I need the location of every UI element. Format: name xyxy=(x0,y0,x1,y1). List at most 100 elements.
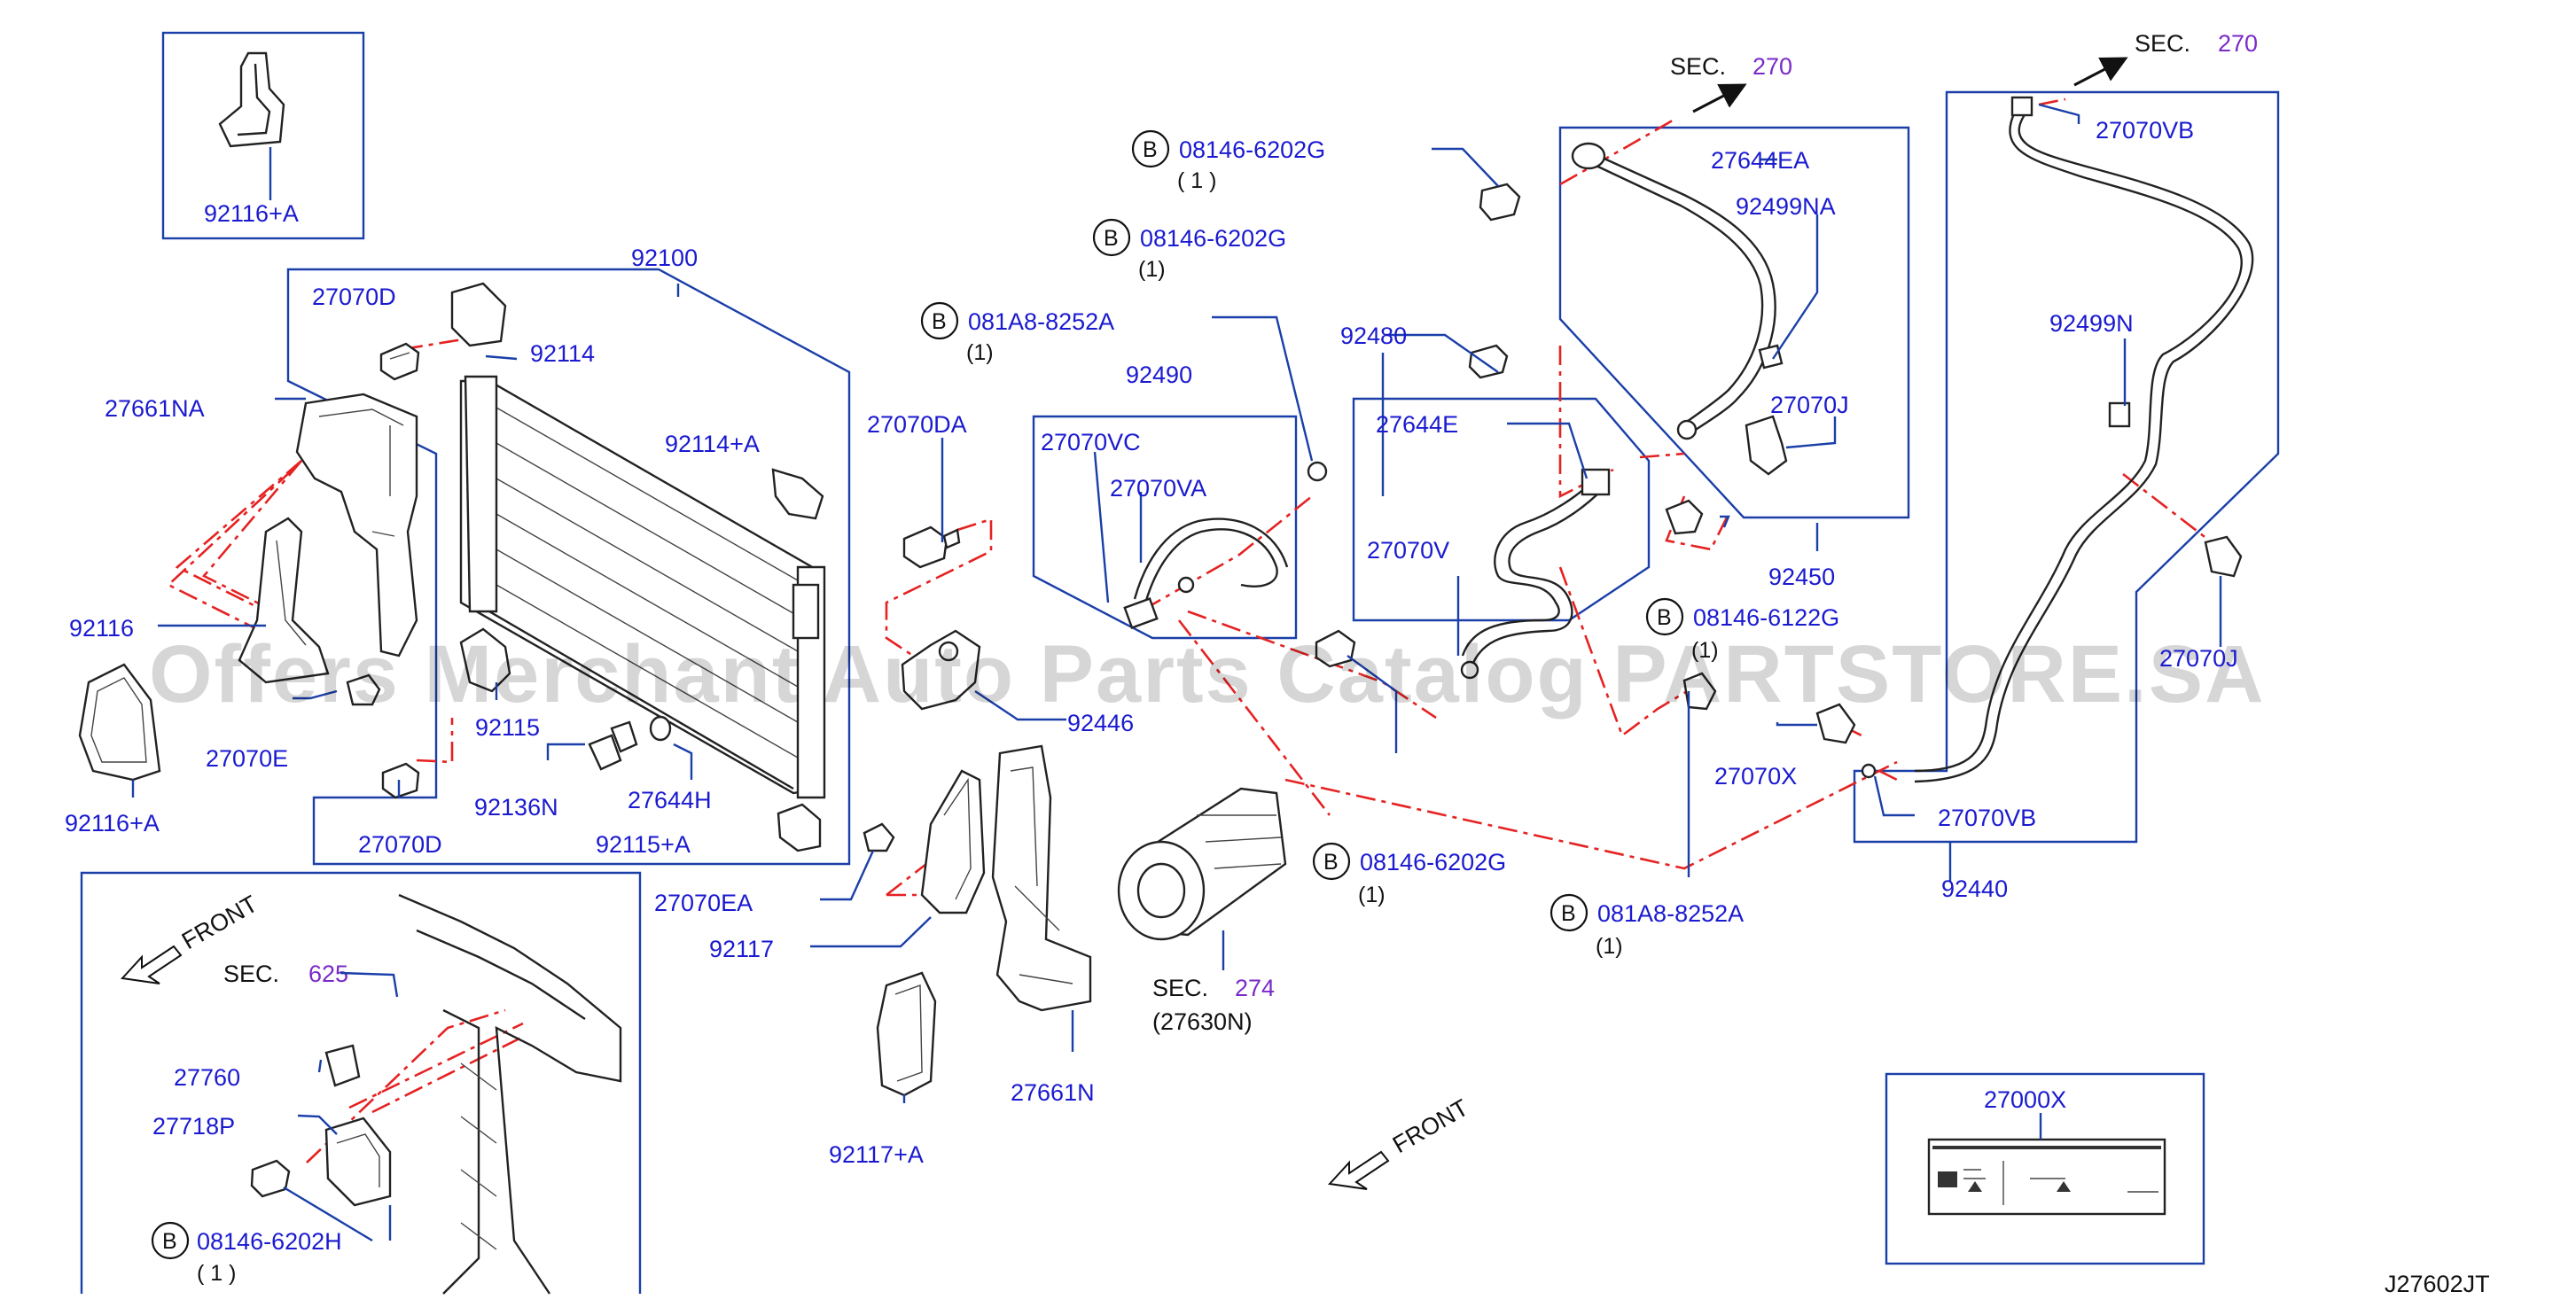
part-label-27070x: 27070X xyxy=(1714,763,1797,790)
bolt-callout-b7: B 08146-6202H ( 1 ) xyxy=(151,1221,342,1286)
seal-92116-icon xyxy=(238,517,330,684)
part-label-92114: 92114 xyxy=(530,340,595,367)
clip-92114-icon xyxy=(450,282,507,347)
part-label-27070v: 27070V xyxy=(1367,537,1449,564)
pipe-92490-icon xyxy=(1123,461,1328,629)
bolt-code: 08146-6122G xyxy=(1693,604,1839,631)
part-label-92490: 92490 xyxy=(1126,362,1192,388)
bolt-code: 08146-6202G xyxy=(1179,136,1325,163)
part-label-27070e: 27070E xyxy=(206,745,288,772)
bolt-code: 08146-6202G xyxy=(1140,225,1286,252)
pipe-92440-icon xyxy=(1861,96,2254,783)
section-arrow-icon xyxy=(1692,83,1747,113)
part-label-27070j: 27070J xyxy=(1770,392,1849,418)
part-label-27718p: 27718P xyxy=(152,1113,235,1140)
bolt-27070d-bottom-icon xyxy=(381,762,420,799)
bolt-qty: ( 1 ) xyxy=(197,1261,236,1286)
part-label-92116a-bottom: 92116+A xyxy=(65,810,160,836)
bolt-b4-icon xyxy=(1665,499,1704,535)
bracket-92115a-icon xyxy=(777,803,822,852)
part-label-27070ea: 27070EA xyxy=(654,890,753,916)
bolt-callout-b4: B 08146-6122G (1) xyxy=(1645,597,1839,663)
part-label-27070d-top: 27070D xyxy=(312,284,396,310)
part-label-27661na: 27661NA xyxy=(105,395,205,422)
part-label-27630n: (27630N) xyxy=(1152,1008,1253,1035)
bracket-27718p-icon xyxy=(324,1117,392,1207)
pressure-sensor-92136n-icon xyxy=(588,720,638,771)
section-number: 274 xyxy=(1235,975,1275,1001)
bracket-92116a-icon xyxy=(218,51,285,148)
bolt-symbol: B xyxy=(1561,901,1576,926)
section-prefix: SEC. xyxy=(2135,30,2190,57)
clip-92114a-icon xyxy=(771,468,824,520)
part-label-92116: 92116 xyxy=(69,615,134,642)
front-arrow-icon xyxy=(1327,1150,1390,1190)
part-label-92117a: 92117+A xyxy=(829,1141,924,1168)
bolt-callout-b3: B 081A8-8252A (1) xyxy=(920,301,1114,365)
part-label-27070da: 27070DA xyxy=(867,411,967,438)
part-label-27070vb-bottom: 27070VB xyxy=(1938,805,2036,831)
bolt-code: 08146-6202G xyxy=(1360,849,1506,875)
bolt-symbol: B xyxy=(162,1229,177,1254)
bolt-callout-b2: B 08146-6202G (1) xyxy=(1092,218,1286,282)
section-number: 270 xyxy=(1752,53,1792,80)
box-27000x xyxy=(1885,1072,2205,1265)
part-label-92100: 92100 xyxy=(631,245,698,271)
bolt-symbol: B xyxy=(1143,137,1158,162)
bolt-qty: (1) xyxy=(1596,934,1623,959)
bolt-code: 081A8-8252A xyxy=(968,308,1114,335)
part-label-27070j-right: 27070J xyxy=(2159,645,2238,672)
condenser-92100-icon xyxy=(459,375,826,799)
part-label-92116a-top: 92116+A xyxy=(204,200,299,227)
compressor-icon xyxy=(1117,787,1287,941)
label-sticker-27000x-icon xyxy=(1927,1138,2166,1216)
pipe-92480-icon xyxy=(1460,468,1611,680)
bolt-callout-b5: B 08146-6202G (1) xyxy=(1312,842,1506,907)
seal-92117a-icon xyxy=(876,971,937,1097)
bolt-symbol: B xyxy=(1323,850,1339,875)
seal-92117-icon xyxy=(920,769,986,914)
part-label-92136n: 92136N xyxy=(474,794,558,821)
part-label-92440: 92440 xyxy=(1941,875,2008,902)
part-label-27760: 27760 xyxy=(174,1064,240,1091)
section-arrow-icon xyxy=(2073,57,2128,87)
part-label-92115: 92115 xyxy=(475,714,540,741)
bolt-symbol: B xyxy=(932,309,947,334)
section-ref-270a: SEC. 270 xyxy=(1670,53,1792,113)
clip-27070ea-icon xyxy=(863,822,895,852)
watermark: Offers Merchant Auto Parts Catalog PARTS… xyxy=(149,629,2266,720)
bolt-qty: (1) xyxy=(1358,883,1386,907)
leader-lines xyxy=(131,103,2222,1242)
bracket-92446-icon xyxy=(901,629,981,711)
air-guide-27661na-icon xyxy=(295,393,418,658)
section-ref-625: SEC. 625 xyxy=(223,961,399,998)
bolt-b2-icon xyxy=(1468,344,1509,379)
section-prefix: SEC. xyxy=(223,961,279,987)
box-92490 xyxy=(1032,415,1298,640)
part-label-27644e: 27644E xyxy=(1376,411,1458,438)
air-guide-27661n-icon xyxy=(991,744,1092,1012)
bolt-code: 081A8-8252A xyxy=(1597,900,1744,927)
bracket-92115-icon xyxy=(459,627,511,693)
front-body-frame-icon xyxy=(398,893,622,1295)
box-92116a-top xyxy=(161,31,365,240)
box-92480 xyxy=(1352,397,1651,622)
oring-27644h-icon xyxy=(649,715,672,742)
part-label-92117: 92117 xyxy=(709,936,774,962)
bolt-27070v-icon xyxy=(1315,629,1356,668)
section-number: 270 xyxy=(2218,30,2258,57)
part-label-92499na: 92499NA xyxy=(1736,193,1836,220)
section-ref-270b: SEC. 270 xyxy=(2073,30,2258,87)
bolt-qty: ( 1 ) xyxy=(1177,168,1216,193)
bolt-callout-b6: B 081A8-8252A (1) xyxy=(1550,893,1744,959)
bolt-symbol: B xyxy=(1104,226,1119,251)
sensor-27760-icon xyxy=(324,1044,361,1087)
bolt-qty: (1) xyxy=(1138,257,1166,282)
front-label: FRONT xyxy=(1388,1094,1473,1158)
section-ref-274: SEC. 274 xyxy=(1152,975,1275,1001)
part-labels: 92116+A 92100 27070D 92114 27661NA 92114… xyxy=(65,117,2238,1168)
part-label-92114a: 92114+A xyxy=(665,431,760,457)
part-label-27070va: 27070VA xyxy=(1110,475,1206,502)
clip-27070x-icon xyxy=(1815,703,1856,744)
bolt-code: 08146-6202H xyxy=(197,1228,342,1255)
